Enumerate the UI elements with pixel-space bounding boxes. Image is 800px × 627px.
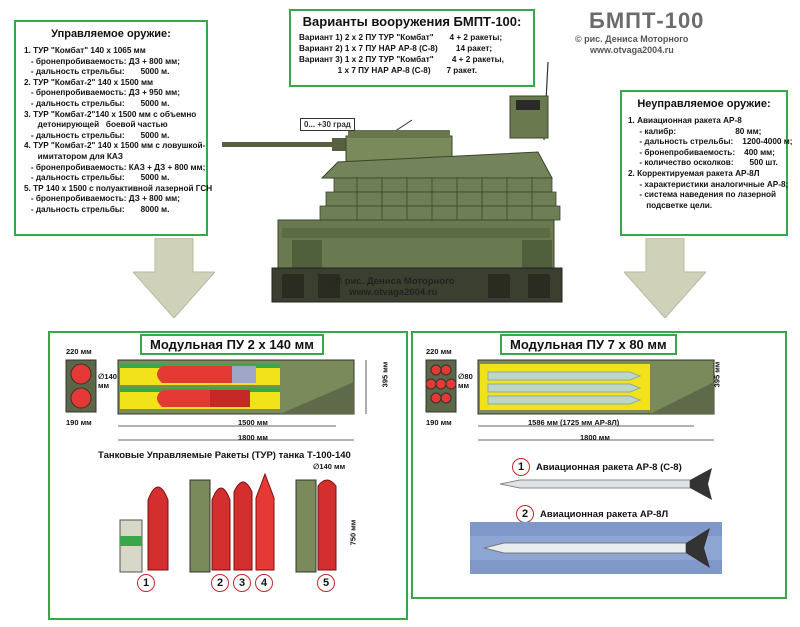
header-site: www.otvaga2004.ru <box>590 45 674 55</box>
missile-number: 2 <box>211 574 229 592</box>
unguided-list: 1. Авиационная ракета АР-8 - калибр: 80 … <box>628 116 793 211</box>
list-row: 1. ТУР "Комбат" 140 х 1065 мм <box>24 46 146 55</box>
missile-number: 5 <box>317 574 335 592</box>
left-dim-len2: 1800 мм <box>238 433 268 442</box>
missile-number: 4 <box>255 574 273 592</box>
list-row: - дальность стрельбы: 5000 м. <box>24 98 170 108</box>
variants-title: Варианты вооружения БМПТ-100: <box>302 14 522 29</box>
list-row: 1. Авиационная ракета АР-8 <box>628 116 742 125</box>
list-row: подсветке цели. <box>628 200 713 210</box>
right-dim-bottom: 190 мм <box>426 418 452 427</box>
unguided-weapons-box: Неуправляемое оружие: 1. Авиационная рак… <box>620 90 793 236</box>
list-row: - характеристики аналогичные АР-8; <box>628 179 789 189</box>
list-row: - система наведения по лазерной <box>628 190 777 200</box>
guided-title: Управляемое оружие: <box>51 28 171 40</box>
list-row: - дальность стрельбы: 1200-4000 м; <box>628 137 793 147</box>
list-row: 2. Корректируемая ракета АР-8Л <box>628 168 760 178</box>
list-row: - дальность стрельбы: 8000 м. <box>24 204 170 214</box>
header-credit: © рис. Дениса Моторного <box>575 34 689 44</box>
variant-row: 1 х 7 ПУ НАР АР-8 (С-8) 7 ракет. <box>299 66 477 75</box>
right-dim-height: 395 мм <box>712 361 722 388</box>
unguided-title: Неуправляемое оружие: <box>637 98 771 110</box>
rocket-number: 1 <box>512 458 530 476</box>
rocket-ar8l-drawing <box>470 522 722 574</box>
missile-diam: ∅140 мм <box>313 462 346 471</box>
main-title: БМПТ-100 <box>589 8 705 33</box>
variants-box: Варианты вооружения БМПТ-100: Вариант 1)… <box>289 9 535 87</box>
tank-site: www.otvaga2004.ru <box>349 287 438 298</box>
list-row: 5. ТР 140 х 1500 с полуактивной лазерной… <box>24 183 213 193</box>
list-row: 4. ТУР "Комбат-2" 140 х 1500 мм с ловушк… <box>24 141 206 151</box>
missile-number: 3 <box>233 574 251 592</box>
list-row: - бронепробиваемость: 400 мм; <box>628 147 775 157</box>
down-arrow-right <box>624 238 706 318</box>
tank-credit: © рис. Дениса Моторного <box>335 276 455 287</box>
list-row: - бронепробиваемость: КАЗ + ДЗ + 800 мм; <box>24 162 206 172</box>
right-dim-len1: 1586 мм (1725 мм АР-8Л) <box>528 418 620 427</box>
tank-illustration <box>222 61 563 303</box>
variant-row: Вариант 3) 1 х 2 ПУ ТУР "Комбат" 4 + 2 р… <box>299 55 504 64</box>
right-panel-title: Модульная ПУ 7 х 80 мм <box>500 334 677 355</box>
list-row: - количество осколков: 500 шт. <box>628 158 778 168</box>
down-arrow-left <box>133 238 215 318</box>
right-dim-len2: 1800 мм <box>580 433 610 442</box>
left-dim-height: 395 мм <box>380 361 390 388</box>
list-row: - калибр: 80 мм; <box>628 126 762 136</box>
rocket1-label: Авиационная ракета АР-8 (С-8) <box>536 462 682 473</box>
variant-row: Вариант 1) 2 х 2 ПУ ТУР "Комбат" 4 + 2 р… <box>299 33 503 42</box>
rocket-ar8-drawing <box>499 468 712 500</box>
list-row: - бронепробиваемость: ДЗ + 800 мм; <box>24 194 180 204</box>
rocket-number: 2 <box>516 505 534 523</box>
right-dim-side: ∅80 мм <box>458 372 473 390</box>
angle-label: 0... +30 град <box>300 118 355 131</box>
left-dim-len1: 1500 мм <box>238 418 268 427</box>
list-row: детонирующей боевой частью <box>24 120 168 130</box>
list-row: - дальность стрельбы: 5000 м. <box>24 130 170 140</box>
left-launcher-drawing <box>65 359 367 441</box>
missiles-drawing <box>119 472 337 573</box>
list-row: - бронепробиваемость: ДЗ + 800 мм; <box>24 56 180 66</box>
missiles-title: Танковые Управляемые Ракеты (ТУР) танка … <box>98 450 351 461</box>
guided-weapons-box: Управляемое оружие: 1. ТУР "Комбат" 140 … <box>14 20 213 236</box>
list-row: имитатором для КАЗ <box>24 151 123 161</box>
guided-list: 1. ТУР "Комбат" 140 х 1065 мм - бронепро… <box>24 46 213 216</box>
variant-row: Вариант 2) 1 х 7 ПУ НАР АР-8 (С-8) 14 ра… <box>299 44 493 53</box>
missile-number: 1 <box>137 574 155 592</box>
list-row: - дальность стрельбы: 5000 м. <box>24 67 170 77</box>
left-dim-bottom: 190 мм <box>66 418 92 427</box>
list-row: 3. ТУР "Комбат-2"140 х 1500 мм с объемно <box>24 109 197 119</box>
list-row: 2. ТУР "Комбат-2" 140 х 1500 мм <box>24 77 154 87</box>
left-panel-title: Модульная ПУ 2 х 140 мм <box>140 334 324 355</box>
right-launcher-drawing <box>425 359 715 441</box>
left-dim-side: ∅140 мм <box>98 372 117 390</box>
list-row: - бронепробиваемость: ДЗ + 950 мм; <box>24 88 180 98</box>
rocket2-label: Авиационная ракета АР-8Л <box>540 509 669 520</box>
left-dim-top: 220 мм <box>66 347 92 356</box>
list-row: - дальность стрельбы: 5000 м. <box>24 173 170 183</box>
right-dim-top: 220 мм <box>426 347 452 356</box>
